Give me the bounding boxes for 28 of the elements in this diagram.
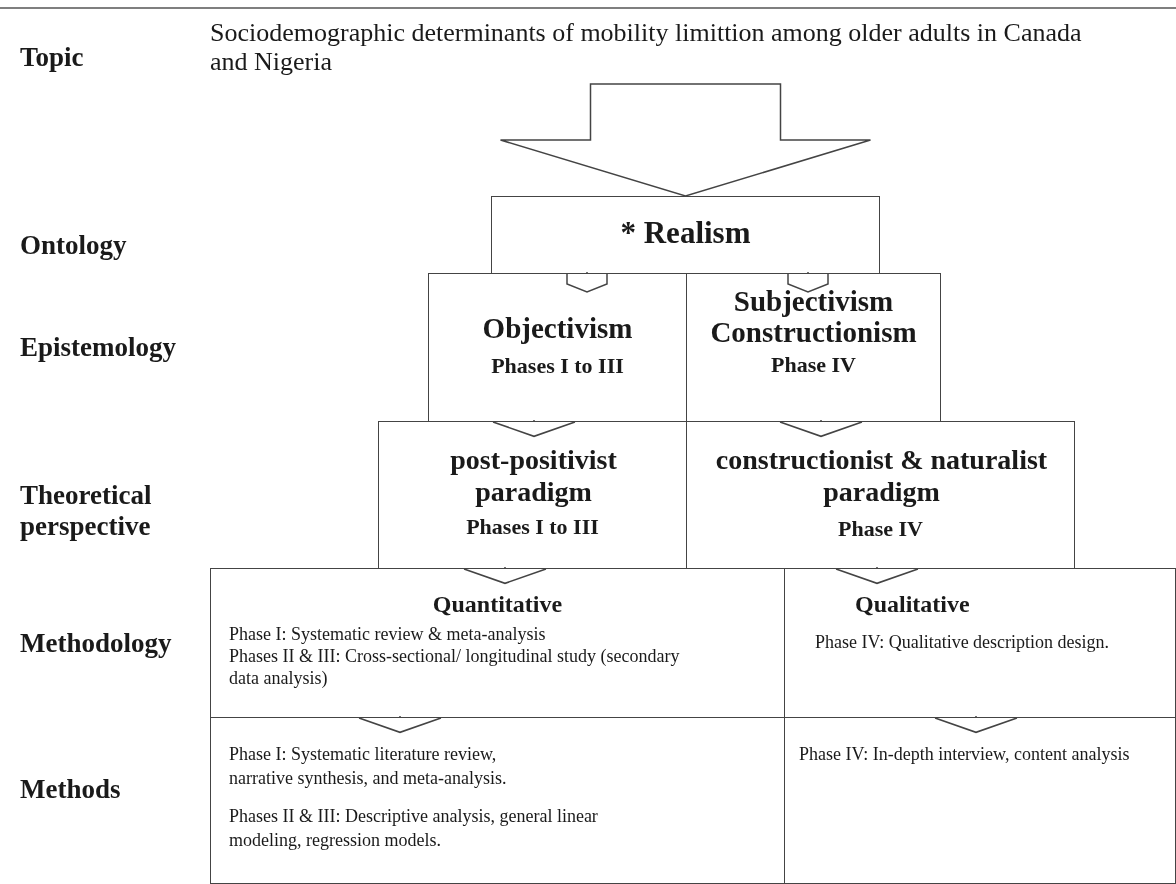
row-label: Methodology xyxy=(20,628,173,659)
row-label: Topic xyxy=(20,42,85,73)
row-label: Methods xyxy=(20,774,122,805)
phase-note: Phases I to III xyxy=(490,353,625,378)
description-text: Phase I: Systematic review & meta-analysis xyxy=(229,623,547,645)
description-text: Phases II & III: Cross-sectional/ longitudinal study (secondary data analysis) xyxy=(229,645,681,689)
description-text: Phase IV: In-depth interview, content analysis xyxy=(799,743,1131,766)
row-label: Theoretical perspective xyxy=(20,480,153,542)
box-heading: Objectivism xyxy=(481,312,634,345)
description-text: Phases II & III: Descriptive analysis, general linear modeling, regression models. xyxy=(229,805,599,852)
concept-box xyxy=(210,717,785,884)
topic-text: Sociodemographic determinants of mobility limittion among older adults in Canada and Nigeria xyxy=(210,18,1110,80)
concept-box xyxy=(784,717,1176,884)
phase-note: Phase IV xyxy=(770,352,857,377)
block-arrow xyxy=(499,83,872,197)
box-heading: Qualitative xyxy=(855,590,971,619)
row-label: Ontology xyxy=(20,230,128,261)
concept-box xyxy=(491,196,880,274)
row-label: Epistemology xyxy=(20,332,177,363)
box-heading: Quantitative xyxy=(431,590,564,619)
phase-note: Phase IV xyxy=(837,516,924,541)
box-heading: Subjectivism Constructionism xyxy=(709,286,918,348)
box-heading: constructionist & naturalist paradigm xyxy=(714,444,1049,508)
box-heading: post-positivist paradigm xyxy=(449,444,618,508)
box-heading: * Realism xyxy=(619,215,752,251)
phase-note: Phases I to III xyxy=(465,514,600,539)
description-text: Phase IV: Qualitative description design. xyxy=(815,631,1111,653)
description-text: Phase I: Systematic literature review, narrative synthesis, and meta-analysis. xyxy=(229,743,508,790)
